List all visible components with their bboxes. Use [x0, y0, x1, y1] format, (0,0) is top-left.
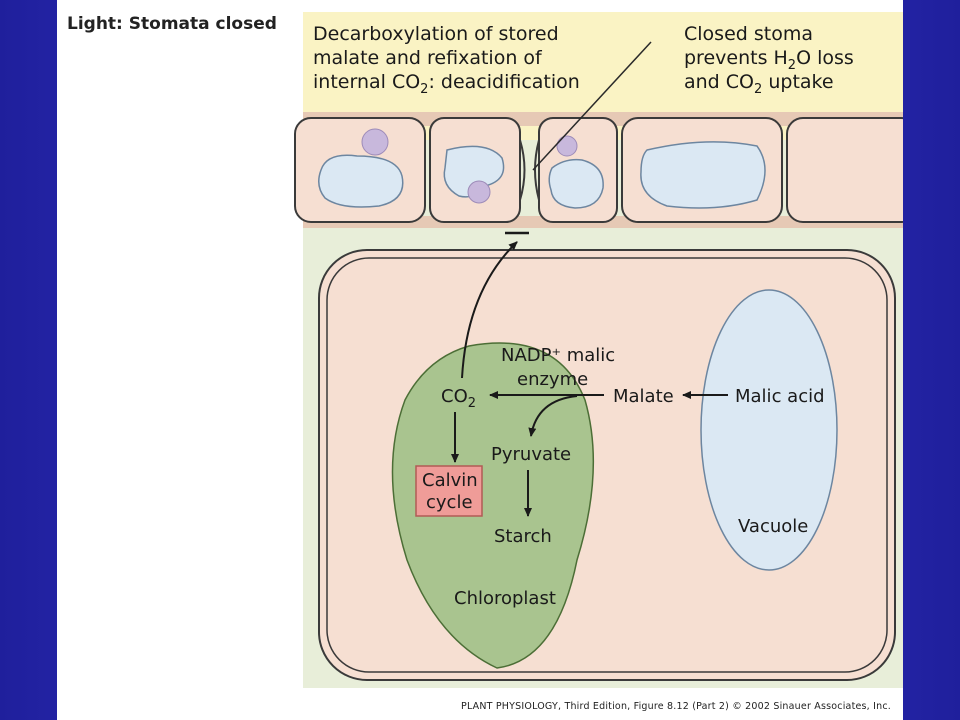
malate-to-pyruvate-arrow [528, 395, 578, 437]
chloroplast-label: Chloroplast [454, 588, 556, 609]
co2-label: CO2 [441, 386, 476, 411]
starch-label: Starch [494, 526, 552, 547]
slide: Light: Stomata closed [57, 0, 903, 720]
nucleus [556, 135, 578, 157]
calvin-label-line1: Calvin [422, 470, 478, 491]
cam-diagram: Decarboxylation of stored malate and ref… [294, 12, 903, 688]
guard-cell-vacuole [548, 158, 604, 209]
stoma-text-line2: prevents H2O loss [684, 47, 854, 73]
chloroplast [391, 342, 595, 669]
nucleus [361, 128, 389, 156]
calvin-label-line2: cycle [426, 492, 473, 513]
page-title: Light: Stomata closed [67, 14, 277, 34]
vacuole-label: Vacuole [738, 516, 808, 537]
decarb-text-line1: Decarboxylation of stored [313, 23, 559, 45]
credit-details: , Third Edition, Figure 8.12 (Part 2) © … [558, 701, 891, 712]
co2-to-stoma-arrow [461, 241, 518, 379]
decarb-text-line2: malate and refixation of [313, 47, 543, 69]
epidermal-cell [786, 117, 903, 223]
malic-acid-label: Malic acid [735, 386, 825, 407]
stoma-pointer-line [532, 41, 652, 171]
credit-book-title: PLANT PHYSIOLOGY [461, 701, 558, 712]
nadp-enzyme-label-line1: NADP⁺ malic [501, 345, 615, 366]
stoma-text-line3: and CO2 uptake [684, 71, 834, 97]
stoma-text-line1: Closed stoma [684, 23, 813, 45]
central-vacuole [700, 289, 838, 571]
calvin-cycle-box [415, 465, 483, 517]
figure-credit: PLANT PHYSIOLOGY, Third Edition, Figure … [461, 701, 891, 712]
pyruvate-label: Pyruvate [491, 444, 571, 465]
decarb-text-line3: internal CO2: deacidification [313, 71, 580, 97]
nadp-enzyme-label-line2: enzyme [517, 369, 588, 390]
epidermal-vacuole [640, 141, 766, 209]
epidermal-vacuole [318, 154, 404, 208]
nucleus [467, 180, 491, 204]
epidermis-layer [294, 112, 903, 228]
malate-label: Malate [613, 386, 674, 407]
